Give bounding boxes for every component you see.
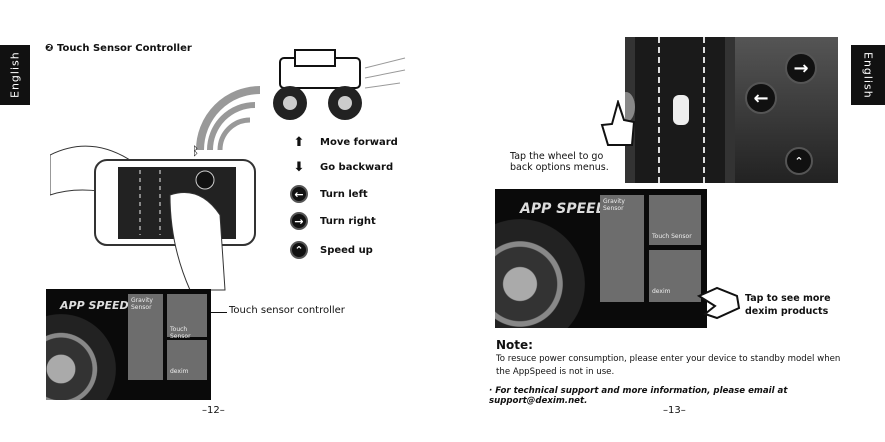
turn-right-icon: → (290, 212, 308, 230)
app-screenshot-right: APP SPEED Gravity Sensor Touch Sensor de… (495, 189, 707, 328)
section-heading: ❷ Touch Sensor Controller (45, 43, 192, 54)
callout-line (211, 312, 227, 313)
legend-label: Move forward (320, 136, 398, 148)
svg-text:ᛒ: ᛒ (192, 144, 199, 158)
arrow-up-icon: ⬆ (293, 134, 305, 150)
tap-hand-icon (697, 286, 741, 320)
wheel-caption: Tap the wheel to go back options menus. (510, 151, 609, 173)
support-line: · For technical support and more informa… (489, 386, 788, 406)
phone-in-hands-illustration (50, 145, 256, 291)
legend-speed-up: ⌃ Speed up (290, 241, 373, 259)
wheel-menu-button[interactable] (625, 92, 635, 122)
road-screenshot: → ← ⌃ (625, 37, 838, 183)
touch-sensor-tile[interactable]: Touch Sensor (167, 294, 207, 340)
car (673, 95, 689, 125)
language-tab: English (0, 45, 30, 105)
section-number: ❷ (45, 43, 54, 54)
legend-turn-right: → Turn right (290, 212, 376, 230)
touch-sensor-callout: Touch sensor controller (229, 305, 345, 316)
app-logo: APP SPEED (520, 201, 608, 217)
legend-go-backward: ⬇ Go backward (290, 158, 394, 176)
turn-left-button[interactable]: ← (745, 82, 777, 114)
language-tab: English (851, 45, 885, 105)
gravity-sensor-tile[interactable]: Gravity Sensor (600, 195, 644, 302)
app-screenshot-left: APP SPEED Gravity Sensor Touch Sensor de… (46, 289, 211, 400)
section-title: Touch Sensor Controller (56, 43, 192, 54)
dexim-callout: Tap to see more dexim products (745, 293, 831, 317)
legend-label: Speed up (320, 244, 373, 256)
legend-label: Turn right (320, 215, 376, 227)
page-number: –13– (663, 405, 686, 416)
tap-hand-icon (600, 100, 636, 146)
legend-move-forward: ⬆ Move forward (290, 133, 398, 151)
speed-up-button[interactable]: ⌃ (785, 147, 813, 175)
legend-label: Go backward (320, 161, 394, 173)
dexim-tile[interactable]: dexim (167, 340, 207, 380)
arrow-down-icon: ⬇ (293, 159, 305, 175)
speed-up-icon: ⌃ (290, 241, 308, 259)
gravity-sensor-tile[interactable]: Gravity Sensor (128, 294, 163, 380)
legend-label: Turn left (320, 188, 368, 200)
note-body: To resuce power consumption, please ente… (496, 354, 841, 377)
turn-left-icon: ← (290, 185, 308, 203)
legend-turn-left: ← Turn left (290, 185, 368, 203)
dexim-tile[interactable]: dexim (649, 250, 701, 302)
wireless-signal-icon: ᛒ (192, 86, 261, 158)
monster-truck-illustration (273, 49, 406, 120)
app-logo: APP SPEED (60, 299, 129, 312)
support-text: For technical support and more informati… (489, 386, 788, 406)
turn-right-button[interactable]: → (785, 52, 817, 84)
note-title: Note: (496, 338, 533, 352)
tire-image (46, 314, 116, 400)
touch-sensor-tile[interactable]: Touch Sensor (649, 195, 701, 245)
tire-image (495, 219, 585, 328)
page-number: –12– (202, 405, 225, 416)
